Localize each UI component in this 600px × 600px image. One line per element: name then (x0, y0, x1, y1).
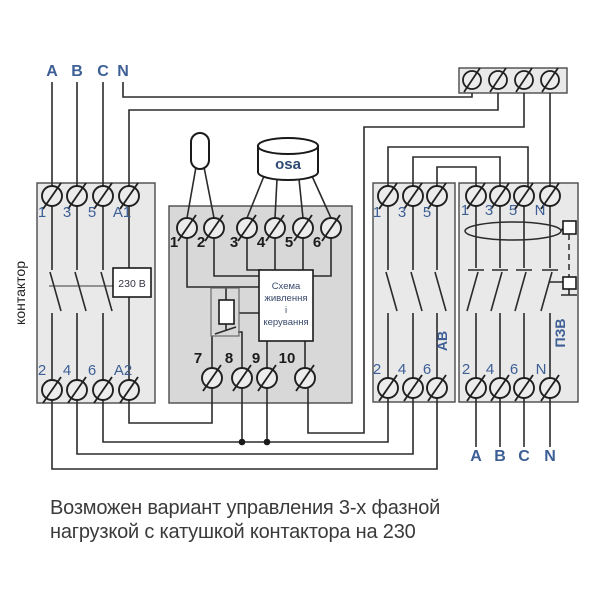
wire-breaker-rcd-links (387, 146, 529, 186)
contactor-term-label: A1 (113, 204, 131, 221)
relay-outline (210, 287, 240, 337)
lamp-body-icon (257, 145, 319, 181)
controller-term-label: 3 (230, 234, 238, 251)
scheme-text-line: і (285, 305, 287, 316)
phase-label-a-bottom: A (470, 448, 482, 465)
relay-coil (218, 299, 235, 325)
breaker-term-label: 2 (373, 361, 381, 378)
caption-line-1: Возможен вариант управления 3-х фазной (50, 497, 440, 519)
contactor-term-label: 1 (38, 204, 46, 221)
scheme-text-line: живлення (265, 293, 308, 304)
breaker-name-label: АВ (434, 331, 450, 351)
scheme-text-line: Схема (272, 281, 301, 292)
wire-breaker-internals (385, 206, 447, 378)
scheme-box (258, 269, 314, 342)
rcd-term-label: 3 (485, 202, 493, 219)
breaker-term-label: 5 (423, 204, 431, 221)
wire-top-feeds (51, 82, 551, 434)
phase-label-b-bottom: B (494, 448, 506, 465)
lamp-label: osa (275, 156, 302, 173)
controller-term-label: 5 (285, 234, 293, 251)
rcd-test-button-icon (562, 276, 577, 290)
rcd-name-label: ПЗВ (552, 319, 568, 348)
controller-term-label: 8 (225, 350, 233, 367)
contactor-term-label: 4 (63, 362, 71, 379)
breaker-term-label: 4 (398, 361, 406, 378)
rcd-toroid-icon (464, 221, 562, 241)
breaker-term-label: 1 (373, 204, 381, 221)
junction-dot (263, 438, 271, 446)
wire-bottom-buses (51, 388, 551, 470)
lamp-top-icon (257, 137, 319, 155)
phase-label-n-top: N (117, 63, 129, 80)
scheme-text-line: керування (263, 317, 308, 328)
controller-term-label: 2 (197, 234, 205, 251)
phase-label-c-top: C (97, 63, 109, 80)
controller-term-label: 9 (252, 350, 260, 367)
phase-label-b-top: B (71, 63, 83, 80)
controller-term-label: 7 (194, 350, 202, 367)
contactor-term-label: 3 (63, 204, 71, 221)
controller-term-label: 4 (257, 234, 266, 251)
sensor-capsule-icon (190, 132, 210, 170)
contactor-term-label: 6 (88, 362, 96, 379)
caption-line-2: нагрузкой с катушкой контактора на 230 (50, 521, 416, 543)
contactor-name-label: контактор (12, 261, 28, 325)
contactor-term-label: A2 (114, 362, 132, 379)
wire-contactor-internals (49, 206, 130, 380)
contactor-term-label: 2 (38, 362, 46, 379)
phase-label-n-bottom: N (544, 448, 556, 465)
breaker-box (372, 182, 456, 403)
rcd-term-label: 4 (486, 361, 494, 378)
wire-controller-internals (186, 166, 332, 368)
rcd-term-label: 6 (510, 361, 518, 378)
rcd-term-label: 2 (462, 361, 470, 378)
coil-voltage-label: 230 В (118, 278, 145, 290)
controller-term-label: 1 (170, 234, 178, 251)
contactor-term-label: 5 (88, 204, 96, 221)
phase-label-a-top: A (46, 63, 58, 80)
rcd-term-label: 1 (461, 202, 469, 219)
rcd-term-label: 5 (509, 202, 517, 219)
controller-term-label: 10 (279, 350, 296, 367)
breaker-term-label: 6 (423, 361, 431, 378)
rcd-term-label: N (536, 361, 547, 378)
rcd-box (458, 182, 579, 403)
coil-230v-box (112, 267, 152, 298)
phase-label-c-bottom: C (518, 448, 530, 465)
controller-term-label: 6 (313, 234, 321, 251)
rcd-test-resistor-icon (562, 220, 577, 235)
rcd-term-label: N (535, 202, 546, 219)
junction-dot (238, 438, 246, 446)
breaker-term-label: 3 (398, 204, 406, 221)
